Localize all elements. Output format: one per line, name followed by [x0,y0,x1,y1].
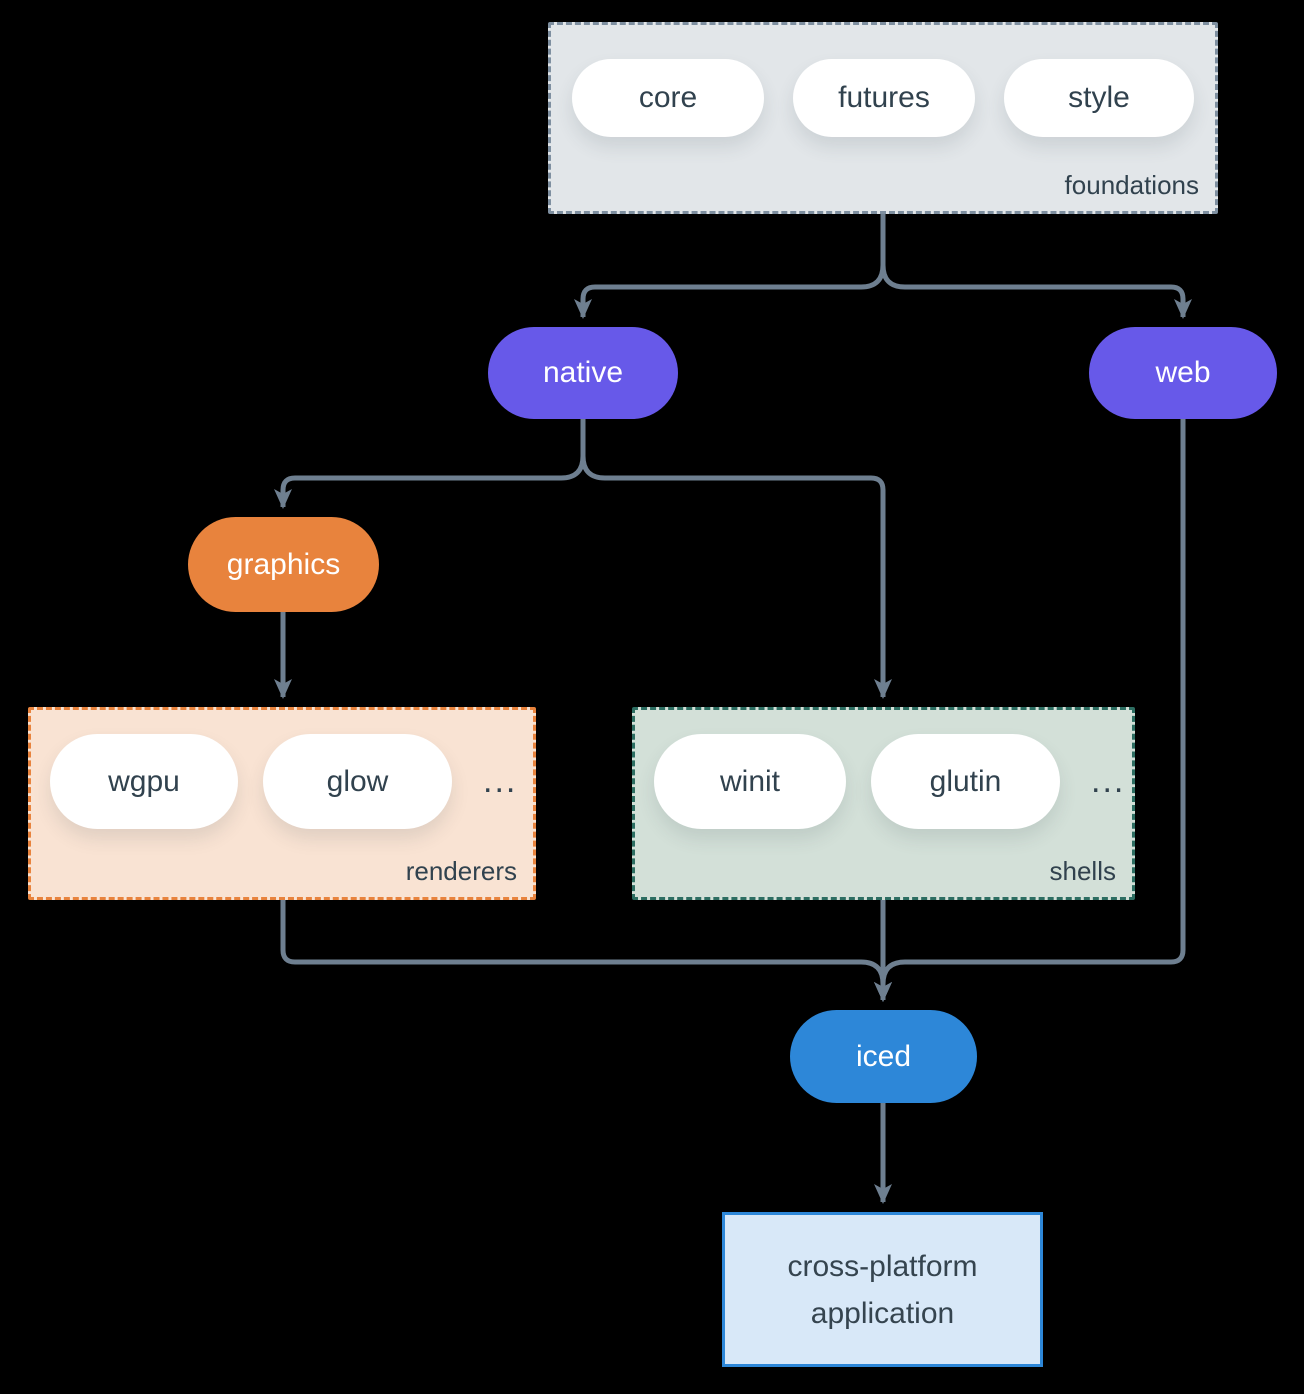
renderers-ellipsis: ... [483,762,518,800]
node-web: web [1089,327,1277,419]
foundations-pill-row: core futures style [551,59,1215,137]
group-renderers: wgpu glow ... renderers [28,707,536,900]
node-glow: glow [263,734,452,829]
edge-native-shells [580,419,892,699]
node-style: style [1004,59,1194,137]
node-cross-platform-application: cross-platform application [722,1212,1043,1367]
renderers-label: renderers [405,856,517,886]
node-core: core [572,59,764,137]
edge-renderers-iced [280,900,892,1002]
group-foundations: core futures style foundations [548,22,1218,214]
edge-foundations-native [574,214,886,319]
shells-label: shells [1049,856,1116,886]
foundations-label: foundations [1064,170,1199,200]
node-native: native [488,327,678,419]
shells-pill-row: winit glutin ... [635,710,1132,829]
node-glutin: glutin [871,734,1060,829]
edge-foundations-web [880,214,1192,319]
node-graphics: graphics [188,517,379,612]
node-futures: futures [793,59,975,137]
node-iced: iced [790,1010,977,1103]
shells-ellipsis: ... [1091,762,1126,800]
node-winit: winit [654,734,846,829]
edge-native-graphics [274,419,586,509]
renderers-pill-row: wgpu glow ... [31,710,533,829]
group-shells: winit glutin ... shells [632,707,1135,900]
node-wgpu: wgpu [50,734,238,829]
